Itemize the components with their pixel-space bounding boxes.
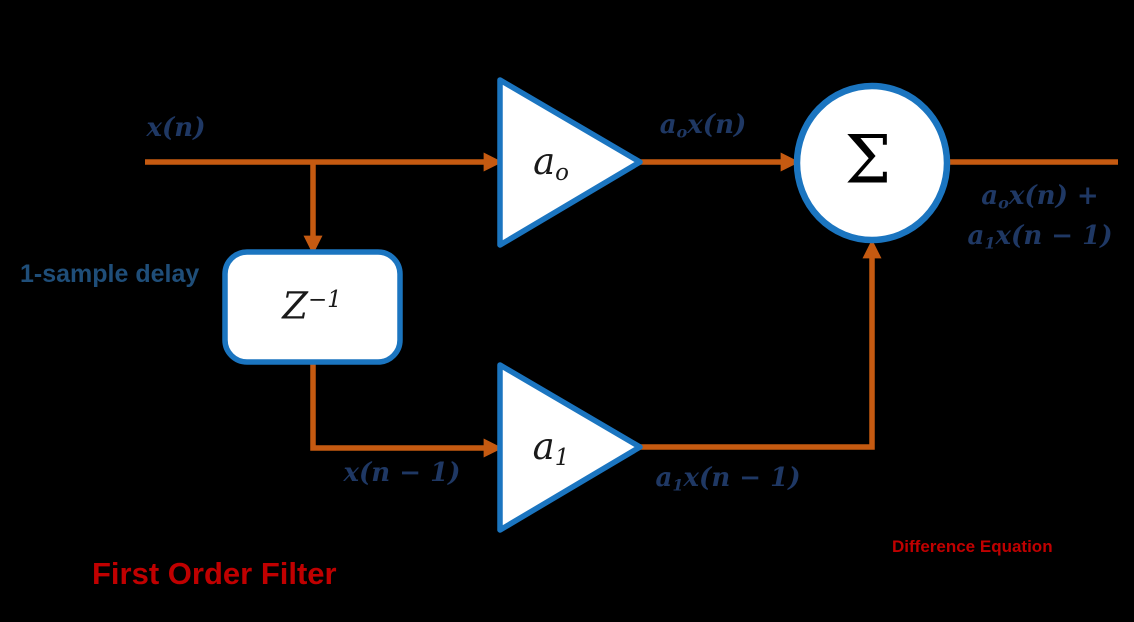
- input-signal-label: x(n): [146, 113, 206, 143]
- delayed-signal-label: x(n − 1): [343, 458, 461, 488]
- delay-output-wire: [310, 360, 503, 458]
- summation-circle: [793, 82, 951, 244]
- bottom-gain-triangle: [497, 362, 643, 533]
- top-signal-label: aox(n): [659, 110, 747, 142]
- bottom-gain-to-sum-wire: [640, 239, 882, 450]
- sigma-symbol: Σ: [844, 121, 892, 199]
- top-gain-triangle: [497, 77, 643, 248]
- output-signal-line1: aox(n) +: [981, 181, 1099, 213]
- bottom-gain-label: a1: [532, 424, 570, 472]
- delay-note-label: 1-sample delay: [20, 260, 200, 288]
- unit-delay-block: [222, 249, 403, 365]
- diagram-title: First Order Filter: [92, 556, 337, 591]
- output-signal-label: aox(n) + a1x(n − 1): [967, 180, 1112, 259]
- diagram-caption: Difference Equation: [892, 537, 1053, 556]
- output-signal-line2: a1x(n − 1): [967, 220, 1113, 253]
- unit-delay-label: Z−1: [282, 284, 342, 328]
- top-gain-label: ao: [533, 139, 569, 187]
- bottom-signal-label: a1x(n − 1): [655, 463, 801, 495]
